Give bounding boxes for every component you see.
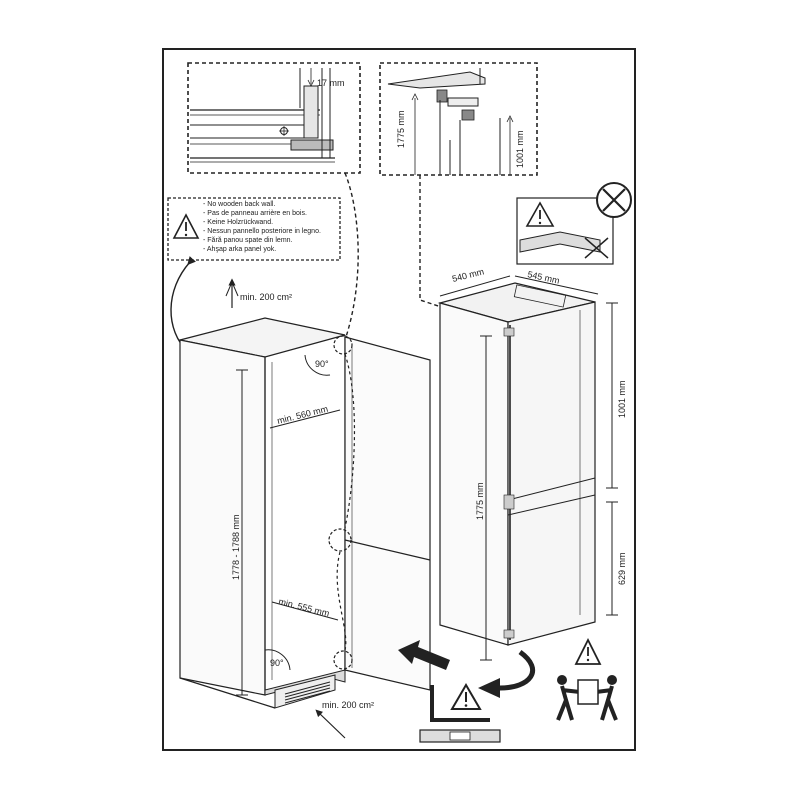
level-warning-icon [419, 683, 501, 743]
warning-line: - Nessun pannello posteriore in legno. [203, 228, 321, 235]
hinge-top-icon [333, 335, 353, 355]
vent-bottom-arrow [315, 709, 346, 739]
cabinet-niche [179, 317, 346, 709]
warning-triangle-icon [525, 201, 555, 227]
warning-line: - Keine Holzrückwand. [203, 219, 273, 226]
fridge-lower-height-label: 629 mm [617, 552, 627, 585]
connector-top-left [344, 172, 359, 341]
two-person-lift-icon [556, 637, 618, 721]
vent-label-bottom: min. 200 cm² [322, 700, 374, 710]
detail-top-right [379, 62, 538, 176]
warning-line: - Fără panou spate din lemn. [203, 237, 293, 244]
cabinet-height-label: 1778 - 1788 mm [231, 514, 241, 580]
dim-label-detail-1001: 1001 mm [515, 130, 525, 168]
angle-bottom-label: 90° [270, 658, 284, 668]
fridge-width-label: 540 mm [451, 266, 485, 284]
hinge-dashed-path [336, 353, 356, 651]
push-arrow-icon [398, 640, 450, 670]
rotate-arrow-icon [499, 649, 535, 691]
fridge-upper-height-label: 1001 mm [617, 380, 627, 418]
no-wood-detail [516, 182, 632, 265]
detail-top-left [187, 62, 361, 174]
angle-top-label: 90° [315, 359, 329, 369]
hinge-middle-icon [328, 528, 352, 552]
page-frame [162, 48, 636, 751]
warning-line: - Pas de panneau arrière en bois. [203, 210, 307, 217]
vent-label-top: min. 200 cm² [240, 292, 292, 302]
warning-line: - Ahşap arka panel yok. [203, 246, 276, 253]
hinge-bottom-icon [333, 650, 353, 670]
warning-box [167, 197, 341, 261]
warning-triangle-icon [172, 213, 200, 239]
fridge-height-label: 1775 mm [475, 482, 485, 520]
dim-label-17mm: 17 mm [317, 78, 345, 88]
width-top-label: min. 560 mm [276, 404, 329, 426]
width-bottom-label: min. 555 mm [278, 596, 331, 618]
warning-line: - No wooden back wall. [203, 201, 275, 208]
fridge-depth-label: 545 mm [527, 269, 561, 286]
vent-top-arrow-outline [225, 280, 239, 297]
dim-label-detail-1775: 1775 mm [396, 110, 406, 148]
fridge-unit [437, 282, 596, 646]
cabinet-door [344, 336, 431, 691]
